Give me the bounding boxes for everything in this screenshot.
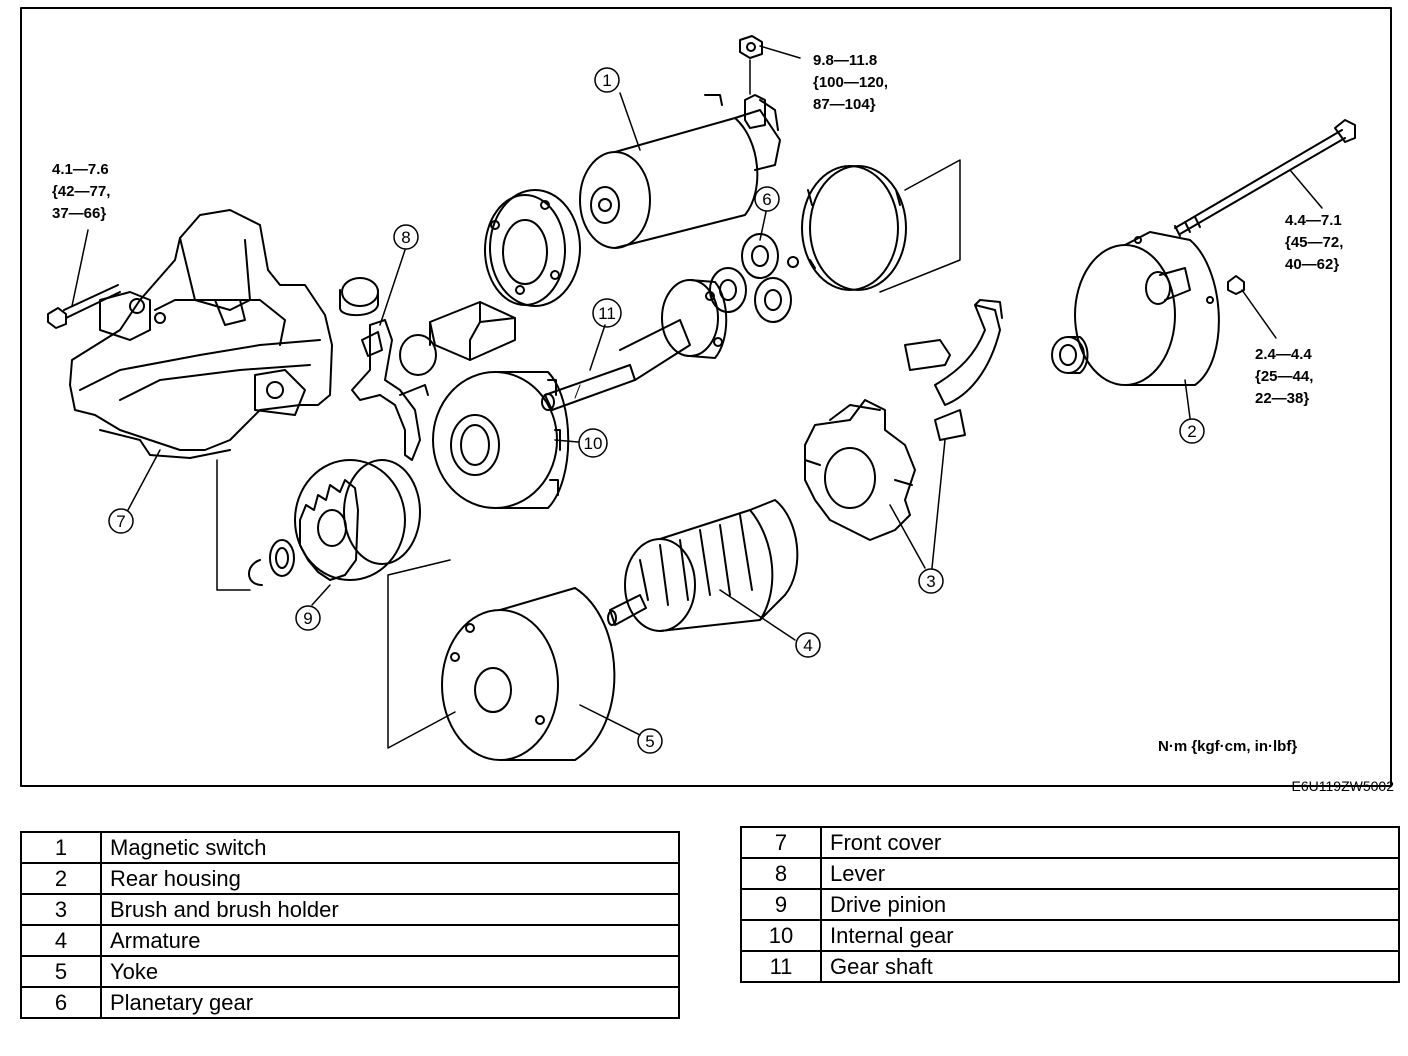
callout-6-circle [754, 186, 780, 212]
callout-3: 3 [926, 572, 935, 591]
svg-text:{100—120,: {100—120, [813, 74, 888, 91]
callout-7: 7 [116, 512, 125, 531]
svg-text:{45—72,: {45—72, [1285, 234, 1343, 251]
callout-1: 1 [602, 71, 611, 90]
torque-spec-rear-housing-screw: 2.4—4.4 {25—44, 22—38} [1255, 346, 1313, 407]
brush-holder-part [804, 399, 916, 541]
callout-9-circle [295, 605, 321, 631]
through-bolt-part [1174, 119, 1356, 237]
internal-gear-part [432, 371, 570, 509]
callout-4-circle [795, 632, 821, 658]
figure-code: E6U119ZW5002 [1291, 778, 1394, 794]
svg-text:4.1—7.6: 4.1—7.6 [52, 161, 109, 178]
planetary-gear-part [709, 233, 799, 323]
svg-text:87—104}: 87—104} [813, 96, 876, 113]
exploded-view-diagram: 9.8—11.8 {100—120, 87—104} 4.1—7.6 {42—7… [20, 7, 1392, 787]
diagram-frame [20, 7, 1392, 787]
rear-bushing-part [1051, 336, 1089, 374]
svg-text:40—62}: 40—62} [1285, 256, 1339, 273]
svg-text:4.4—7.1: 4.4—7.1 [1285, 212, 1342, 229]
callout-10: 10 [584, 434, 603, 453]
callout-5: 5 [645, 732, 654, 751]
unit-note: N·m {kgf·cm, in·lbf} [1158, 738, 1297, 755]
torque-spec-front-cover-bolt: 4.1—7.6 {42—77, 37—66} [52, 161, 110, 222]
lever-part [351, 319, 429, 461]
rear-housing-part [1074, 231, 1220, 386]
callout-7-circle [108, 508, 134, 534]
svg-text:22—38}: 22—38} [1255, 390, 1309, 407]
front-cover-bolt [47, 229, 121, 329]
callout-11-circle [592, 298, 622, 328]
armature-part [607, 499, 799, 632]
callout-9: 9 [303, 609, 312, 628]
gear-shaft-part [541, 279, 728, 411]
torque-spec-switch-nut: 9.8—11.8 {100—120, 87—104} [813, 52, 888, 113]
bushing-part [339, 277, 379, 317]
yoke-part [387, 559, 616, 761]
svg-text:37—66}: 37—66} [52, 205, 106, 222]
drive-pinion-part [216, 459, 421, 591]
callout-2: 2 [1187, 422, 1196, 441]
terminal-nut [739, 35, 801, 95]
svg-text:2.4—4.4: 2.4—4.4 [1255, 346, 1312, 363]
front-cover-part [69, 209, 333, 459]
plunger-part [429, 301, 516, 361]
callout-8-circle [393, 224, 419, 250]
gasket-plate-part [484, 189, 581, 307]
callout-11: 11 [598, 304, 616, 323]
brush-spring-part [904, 299, 1003, 441]
callout-6: 6 [762, 190, 771, 209]
callout-8: 8 [401, 228, 410, 247]
svg-text:{25—44,: {25—44, [1255, 368, 1313, 385]
callout-5-circle [637, 728, 663, 754]
callout-2-circle [1179, 418, 1205, 444]
callout-10-circle [578, 428, 608, 458]
rear-housing-screw [1227, 275, 1277, 339]
svg-text:{42—77,: {42—77, [52, 183, 110, 200]
callout-1-circle [594, 67, 620, 93]
washer-part [399, 334, 437, 376]
torque-spec-through-bolt: 4.4—7.1 {45—72, 40—62} [1285, 212, 1343, 273]
callout-4: 4 [803, 636, 812, 655]
yoke-seal-ring-part [801, 159, 961, 293]
svg-text:9.8—11.8: 9.8—11.8 [813, 52, 877, 69]
callout-3-circle [918, 568, 944, 594]
magnetic-switch-part [579, 94, 781, 249]
